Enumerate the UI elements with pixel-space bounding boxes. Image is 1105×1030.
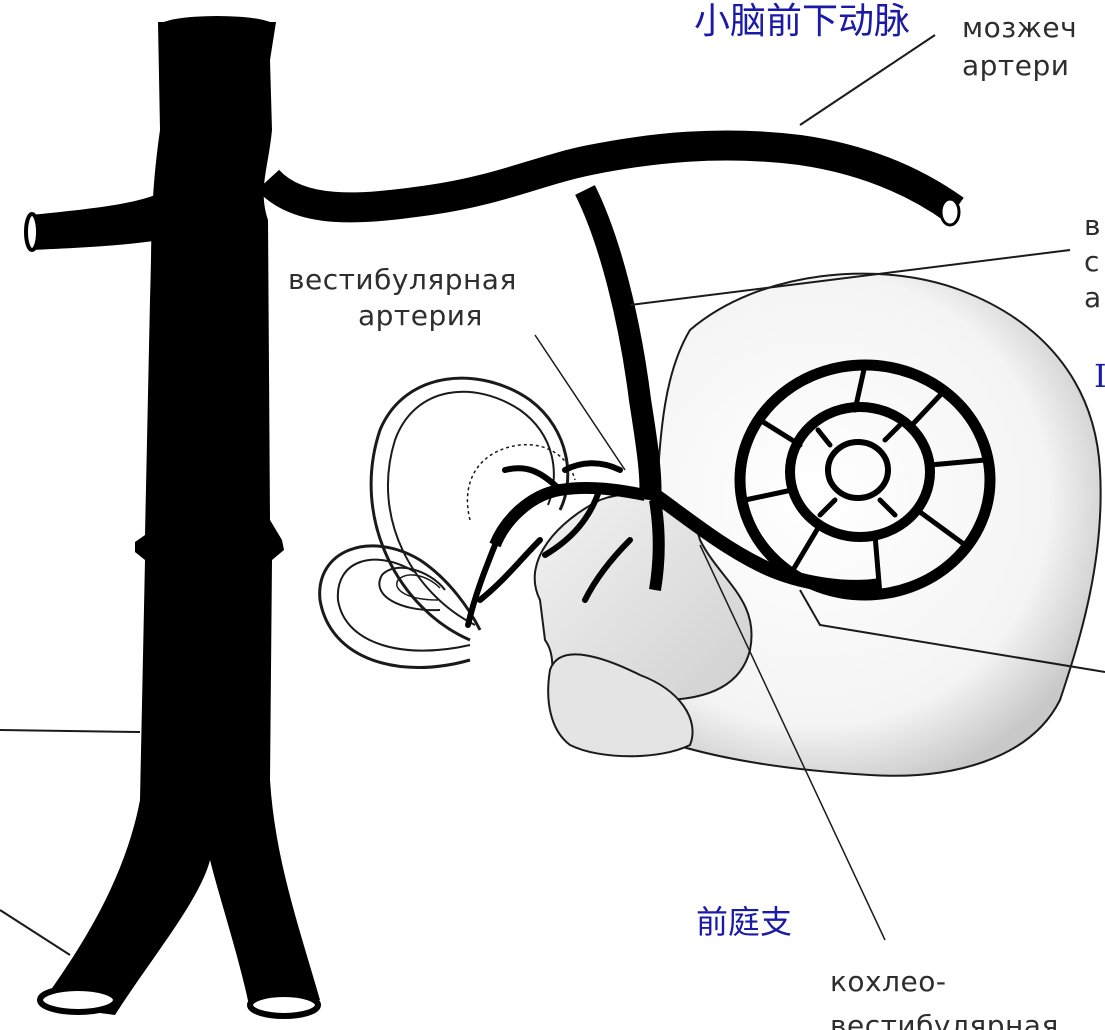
right-chinese-label: I: [1094, 360, 1105, 392]
aica-artery: [268, 145, 955, 210]
aica-russian-label-line1: мозжеч: [962, 14, 1077, 42]
cochleo-vestibular-branch: [655, 500, 659, 590]
aica-chinese-label: 小脑前下动脉: [694, 4, 910, 40]
right-label-line1: в: [1084, 212, 1101, 240]
vestibular-artery-label-line2: артерия: [358, 302, 483, 330]
aica-russian-label-line2: артери: [962, 52, 1069, 80]
vestibular-artery-label-line1: вестибулярная: [288, 266, 517, 294]
left-aica-stub: [30, 195, 160, 250]
cochleo-vestibular-label-line1: кохлео-: [830, 968, 946, 996]
right-label-line2: с: [1084, 248, 1100, 276]
cochleo-vestibular-label-line2: вестибулярная: [830, 1012, 1059, 1030]
vestibular-branch-chinese-label: 前庭支: [696, 906, 792, 938]
semicircular-canals: [320, 378, 575, 667]
right-label-line3: а: [1084, 284, 1102, 312]
labyrinthine-artery: [585, 190, 651, 500]
